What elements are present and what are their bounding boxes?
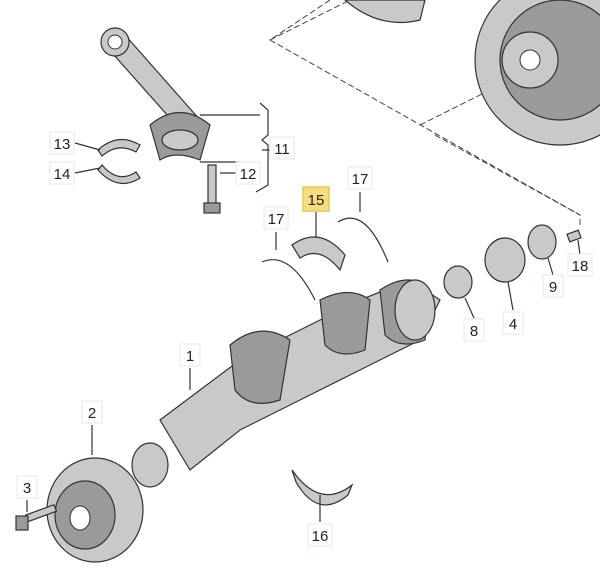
flywheel-rim-part [344,0,426,23]
callout-label: 4 [509,316,517,333]
callout-label: 12 [240,166,257,183]
callout-8[interactable]: 8 [463,318,485,342]
flywheel [474,0,600,146]
callout-2[interactable]: 2 [81,400,103,424]
callout-label: 11 [274,141,290,158]
callout-17-left[interactable]: 17 [263,206,289,230]
callout-label: 15 [308,192,325,209]
pulley-bolt [15,503,58,531]
crankshaft [131,279,441,488]
callout-label: 13 [54,136,71,153]
callout-13[interactable]: 13 [49,131,75,155]
plate-9 [527,224,557,260]
callout-4[interactable]: 4 [502,311,524,335]
washer-8 [443,265,473,299]
callout-18[interactable]: 18 [567,253,593,277]
callout-14[interactable]: 14 [49,161,75,185]
callout-11[interactable]: 11 [269,136,295,160]
callout-9[interactable]: 9 [542,274,564,298]
callout-label: 17 [352,171,369,188]
callout-17-top[interactable]: 17 [347,166,373,190]
bearing-shell-lower [97,164,141,185]
callout-label: 8 [470,323,478,340]
bearing-shell-upper [97,139,141,157]
pulley [46,457,144,563]
plate-4 [484,237,526,283]
callout-12[interactable]: 12 [235,161,261,185]
thrust-washer [261,259,316,301]
callout-label: 18 [572,258,589,275]
guide-line [269,0,581,225]
callout-label: 9 [549,279,557,296]
callout-1[interactable]: 1 [179,343,201,367]
rod-bolt [203,164,221,214]
callout-label: 1 [186,348,194,365]
callout-label: 17 [268,211,285,228]
main-bearing-shell-lower [291,469,354,506]
callout-15-highlighted[interactable]: 15 [302,186,330,212]
leader-lines [26,102,581,522]
callout-label: 16 [312,528,329,545]
callout-3[interactable]: 3 [16,475,38,499]
connecting-rod [100,27,211,161]
callout-label: 2 [88,405,96,422]
callout-label: 3 [23,480,31,497]
dowel-pin [566,229,582,243]
callout-16[interactable]: 16 [307,523,333,547]
main-bearing-shell [291,236,346,272]
callout-label: 14 [54,166,71,183]
thrust-washer [337,217,389,263]
guide-line [419,89,581,216]
